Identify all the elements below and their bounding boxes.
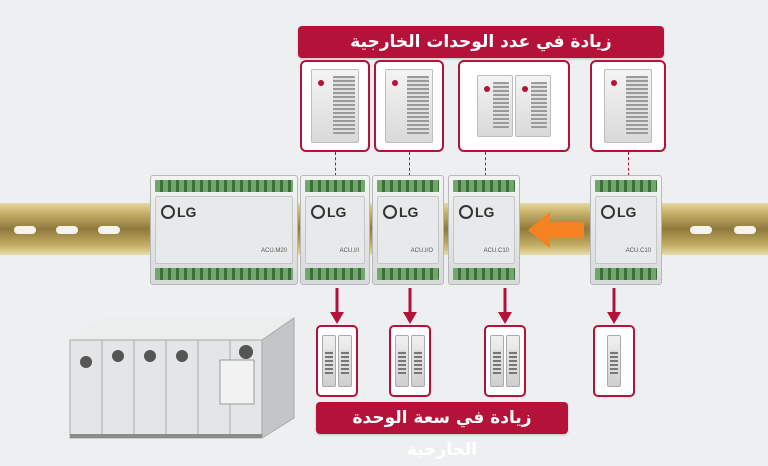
module-model-label: ACU.C10 [483, 248, 509, 254]
lg-logo: LG [383, 204, 418, 220]
indoor-unit-frame-4 [593, 325, 635, 397]
outdoor-unit-icon [311, 69, 359, 143]
outdoor-unit-icon [477, 75, 513, 137]
controller-module-2: LG ACU.I/I [300, 175, 370, 285]
indoor-unit-frame-3 [484, 325, 526, 397]
title-banner-bottom: زيادة في سعة الوحدة الخارجية [316, 402, 568, 460]
indoor-unit-icon [395, 335, 409, 387]
outdoor-unit-icon [604, 69, 652, 143]
outdoor-unit-frame-3 [458, 60, 570, 152]
module-model-label: ACU.C10 [625, 248, 651, 254]
indoor-unit-frame-1 [316, 325, 358, 397]
indoor-unit-icon [322, 335, 336, 387]
indoor-unit-icon [607, 335, 621, 387]
controller-module-5: LG ACU.C10 [590, 175, 662, 285]
lg-logo: LG [311, 204, 346, 220]
outdoor-unit-icon [515, 75, 551, 137]
module-model-label: ACU.I/I [339, 248, 359, 254]
outdoor-unit-icon [385, 69, 433, 143]
air-handling-unit-icon [69, 317, 295, 439]
outdoor-unit-frame-2 [374, 60, 444, 152]
connector-line [409, 152, 410, 176]
lg-logo: LG [601, 204, 636, 220]
lg-logo: LG [161, 204, 196, 220]
rail-slot [690, 226, 712, 234]
connector-line [628, 152, 629, 176]
outdoor-unit-frame-1 [300, 60, 370, 152]
rail-slot [14, 226, 36, 234]
title-banner-top: زيادة في عدد الوحدات الخارجية [298, 26, 664, 58]
lg-logo: LG [459, 204, 494, 220]
indoor-unit-frame-2 [389, 325, 431, 397]
module-model-label: ACU.M20 [260, 248, 287, 254]
arrow-down-icon [498, 288, 512, 324]
arrow-down-icon [403, 288, 417, 324]
indoor-unit-icon [506, 335, 520, 387]
outdoor-unit-frame-4 [590, 60, 666, 152]
indoor-unit-icon [411, 335, 425, 387]
rail-slot [98, 226, 120, 234]
controller-module-3: LG ACU.I/O [372, 175, 444, 285]
arrow-down-icon [607, 288, 621, 324]
rail-slot [56, 226, 78, 234]
indoor-unit-icon [490, 335, 504, 387]
rail-slot [734, 226, 756, 234]
connector-line [335, 152, 336, 176]
controller-module-4: LG ACU.C10 [448, 175, 520, 285]
connector-line [485, 152, 486, 176]
controller-module-main: LG ACU.M20 [150, 175, 298, 285]
module-model-label: ACU.I/O [410, 248, 433, 254]
arrow-down-icon [330, 288, 344, 324]
indoor-unit-icon [338, 335, 352, 387]
arrow-left-icon [528, 212, 584, 248]
